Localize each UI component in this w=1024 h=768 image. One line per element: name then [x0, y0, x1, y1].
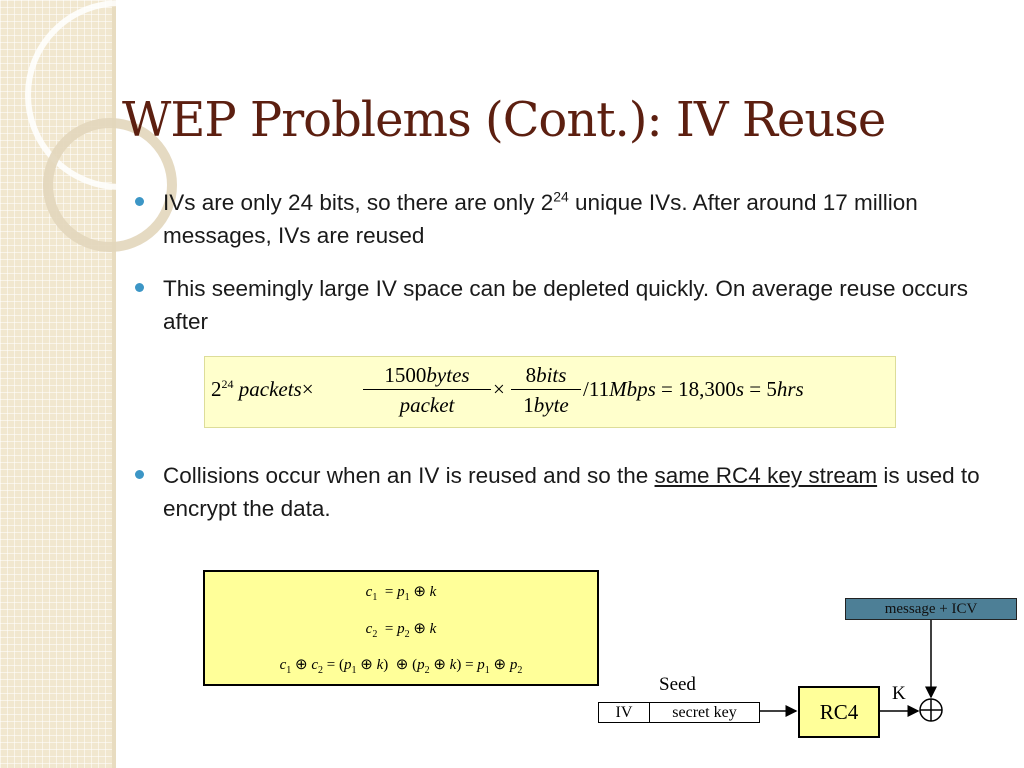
formula-base: 2	[211, 377, 222, 401]
bullet-text: IVs are only 24 bits, so there are only …	[163, 190, 554, 215]
slide-title: WEP Problems (Cont.): IV Reuse	[122, 92, 886, 148]
formula-unit: hrs	[776, 377, 804, 401]
message-icv-box: message + ICV	[845, 598, 1017, 620]
reuse-time-formula: 224 packets× 1500bytes packet × 8bits 1b…	[204, 356, 896, 428]
formula-value: 11	[588, 377, 610, 401]
decorative-circle-large	[25, 0, 215, 190]
formula-unit: packet	[399, 393, 455, 417]
formula-value: 1500	[384, 363, 427, 387]
formula-times: ×	[301, 377, 314, 401]
formula-unit: Mbps	[609, 377, 656, 401]
underlined-key-stream: same RC4 key stream	[654, 463, 878, 488]
formula-unit: byte	[533, 393, 569, 417]
bullet-iv-space: This seemingly large IV space can be dep…	[135, 272, 1003, 338]
bullet-text: This seemingly large IV space can be dep…	[163, 276, 969, 334]
formula-equals: =	[749, 377, 762, 401]
bullet-dot	[135, 283, 144, 292]
fraction-bar	[511, 389, 581, 390]
equation-line-2: c2 = p2 ⊕ k	[365, 621, 437, 640]
iv-cell: IV	[599, 703, 650, 722]
formula-value: 8	[525, 363, 537, 387]
seed-box: IV secret key	[598, 702, 760, 723]
bullet-dot	[135, 197, 144, 206]
formula-packets: 224 packets×	[211, 377, 314, 402]
formula-unit: bits	[536, 363, 567, 387]
bullet-exponent: 24	[553, 188, 569, 205]
bullet-text: is used to encrypt the data.	[163, 463, 980, 521]
fraction-bar	[363, 389, 491, 390]
equation-line-1: c1 = p1 ⊕ k	[365, 584, 437, 603]
rc4-box: RC4	[798, 686, 880, 738]
formula-fraction-bits-per-byte: 8bits 1byte	[511, 361, 581, 420]
bullet-iv-size: IVs are only 24 bits, so there are only …	[135, 186, 1003, 252]
bullet-dot	[135, 470, 144, 479]
decorative-circles	[25, 0, 215, 252]
formula-unit: bytes	[426, 363, 470, 387]
formula-rate-and-result: /11Mbps = 18,300s = 5hrs	[583, 377, 804, 402]
formula-fraction-bytes-per-packet: 1500bytes packet	[363, 361, 491, 420]
bullet-text: unique IVs. After around 17 million mess…	[163, 190, 918, 248]
formula-exponent: 24	[221, 377, 234, 391]
formula-equals: =	[661, 377, 673, 401]
formula-value: 1	[523, 393, 534, 417]
equation-line-3: c1 ⊕ c2 = (p1 ⊕ k) ⊕ (p2 ⊕ k) = p1 ⊕ p2	[279, 657, 523, 676]
secret-key-cell: secret key	[672, 704, 737, 721]
formula-packets-unit: packets	[238, 377, 302, 401]
formula-value: 18,300	[678, 377, 736, 401]
decorative-circle-small	[43, 118, 177, 252]
formula-value: 5	[766, 377, 777, 401]
xor-equations-box: c1 = p1 ⊕ k c2 = p2 ⊕ k c1 ⊕ c2 = (p1 ⊕ …	[203, 570, 599, 686]
bullet-collisions: Collisions occur when an IV is reused an…	[135, 459, 1003, 525]
formula-divide: /	[583, 377, 589, 401]
keystream-label: K	[892, 683, 906, 704]
formula-unit: s	[735, 377, 745, 401]
bullet-text: Collisions occur when an IV is reused an…	[163, 463, 655, 488]
side-stripe-edge	[112, 0, 116, 768]
seed-label: Seed	[659, 674, 696, 695]
xor-icon	[919, 698, 943, 722]
formula-times: ×	[493, 377, 505, 401]
